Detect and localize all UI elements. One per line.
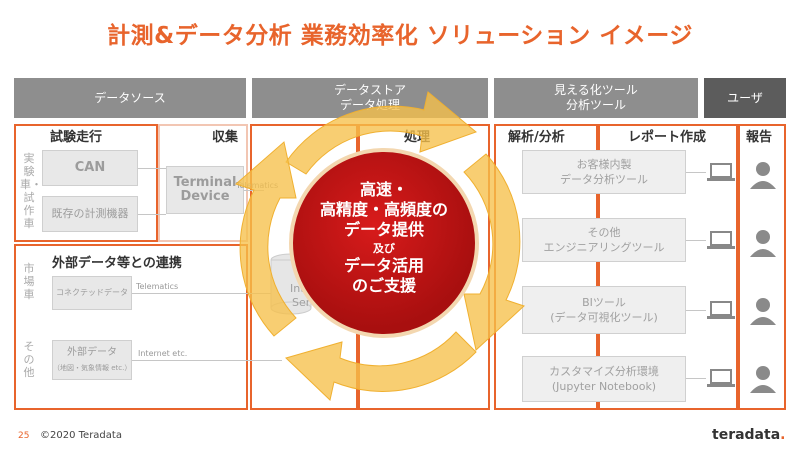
connector-tool-laptop	[686, 378, 706, 379]
connector-connected	[132, 293, 282, 294]
cycle-arrows-icon	[235, 91, 525, 401]
telematics-label: Telematics	[136, 282, 179, 291]
slide-title: 計測&データ分析 業務効率化 ソリューション イメージ	[107, 23, 693, 49]
teradata-logo: teradata.	[712, 427, 785, 443]
tool-box: BIツール (データ可視化ツール)	[522, 286, 686, 334]
tool-box: その他エンジニアリングツール	[522, 218, 686, 262]
connector-external	[132, 360, 282, 361]
terminal-device-line2: Device	[180, 189, 230, 204]
tool-line1: BIツール	[582, 296, 626, 309]
tool-label: BIツール (データ可視化ツール)	[550, 295, 658, 325]
source-external-line1: 外部データ	[67, 347, 117, 358]
user-icon	[750, 366, 776, 393]
tool-label: お客様内製データ分析ツール	[560, 157, 648, 187]
terminal-device-label: Terminal Device	[174, 176, 237, 204]
tool-line1: お客様内製	[576, 158, 632, 171]
source-external-data: 外部データ （地図・気象情報 etc.）	[52, 340, 132, 380]
section-label-collection: 収集	[212, 130, 239, 145]
header-user-label: ユーザ	[727, 90, 763, 105]
source-can: CAN	[42, 150, 138, 186]
connector-tool-laptop	[686, 240, 706, 241]
source-can-label: CAN	[74, 160, 106, 175]
side-label-test-vehicle: 実験車・試作車	[20, 152, 42, 230]
terminal-device: Terminal Device	[166, 166, 244, 214]
tool-label: その他エンジニアリングツール	[544, 225, 665, 255]
section-label-analysis: 解析/分析	[508, 130, 565, 145]
side-label-other: その他	[23, 340, 35, 379]
laptop-icon	[707, 163, 735, 181]
source-existing-label: 既存の計測機器	[51, 207, 129, 220]
logo-dot: .	[780, 427, 786, 443]
section-label-test-run: 試験走行	[50, 130, 103, 145]
center-line1: 高速・	[359, 180, 408, 199]
center-text-top: 高速・ 高精度・高頻度の データ提供	[293, 180, 475, 240]
header-user: ユーザ	[704, 78, 786, 118]
header-visualization-line2: 分析ツール	[565, 98, 626, 112]
section-label-report: レポート作成	[628, 130, 707, 145]
header-visualization-line1: 見える化ツール	[554, 83, 638, 97]
tool-label: カスタマイズ分析環境 (Jupyter Notebook)	[549, 364, 659, 394]
page-number: 25	[18, 431, 30, 441]
user-icon	[750, 162, 776, 189]
reporting-section	[738, 124, 786, 410]
copyright: ©2020 Teradata	[40, 430, 122, 441]
tool-line1: カスタマイズ分析環境	[549, 365, 659, 378]
tool-line2: データ分析ツール	[560, 173, 648, 186]
tool-line2: エンジニアリングツール	[543, 241, 665, 254]
source-connected-label: コネクテッドデータ	[56, 288, 128, 297]
header-data-source-label: データソース	[94, 90, 166, 105]
user-icon	[750, 298, 776, 325]
terminal-device-line1: Terminal	[173, 175, 237, 190]
center-line3: データ提供	[343, 220, 424, 239]
source-connected-data: コネクテッドデータ	[52, 276, 132, 310]
center-line5: データ活用	[343, 256, 424, 275]
side-label-market-vehicle: 市場車	[23, 262, 35, 301]
section-label-reporting: 報告	[746, 130, 773, 145]
header-visualization: 見える化ツール 分析ツール	[494, 78, 698, 118]
section-label-external: 外部データ等との連携	[52, 256, 182, 271]
tool-box: カスタマイズ分析環境 (Jupyter Notebook)	[522, 356, 686, 402]
internet-label: Internet etc.	[138, 349, 188, 358]
tool-line1: その他	[587, 226, 621, 239]
external-section	[14, 244, 248, 410]
connector-tool-laptop	[686, 172, 706, 173]
tool-box: お客様内製データ分析ツール	[522, 150, 686, 194]
laptop-icon	[707, 369, 735, 387]
source-existing-device: 既存の計測機器	[42, 196, 138, 232]
center-text-bottom: データ活用 のご支援	[293, 256, 475, 296]
logo-text: teradata	[712, 427, 781, 443]
connector-existing-terminal	[138, 214, 166, 215]
header-data-source: データソース	[14, 78, 246, 118]
user-icon	[750, 230, 776, 257]
header-data-store-line1: データストア	[333, 83, 406, 97]
center-line6: のご支援	[351, 276, 416, 295]
connector-tool-laptop	[686, 310, 706, 311]
source-external-line2: （地図・気象情報 etc.）	[53, 364, 132, 372]
tool-line2: (Jupyter Notebook)	[551, 380, 657, 393]
header-visualization-label: 見える化ツール 分析ツール	[554, 83, 638, 113]
source-external-label: 外部データ （地図・気象情報 etc.）	[53, 345, 131, 375]
center-line2: 高精度・高頻度の	[319, 200, 448, 219]
center-message-circle: 高速・ 高精度・高頻度の データ提供 及び データ活用 のご支援	[289, 148, 479, 338]
laptop-icon	[707, 231, 735, 249]
connector-can-terminal	[138, 168, 166, 169]
tool-line2: (データ可視化ツール)	[550, 311, 658, 324]
laptop-icon	[707, 301, 735, 319]
center-line4: 及び	[373, 242, 395, 255]
